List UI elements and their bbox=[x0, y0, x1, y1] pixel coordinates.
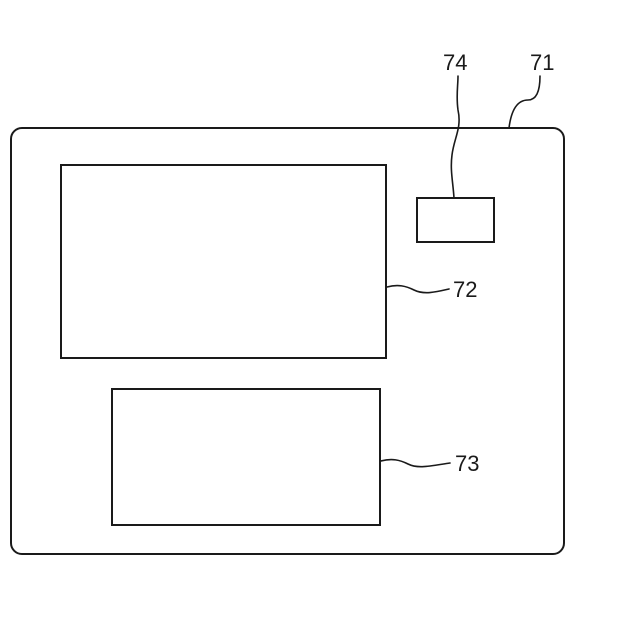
label-73: 73 bbox=[455, 451, 479, 476]
lower-panel bbox=[112, 389, 380, 525]
small-element bbox=[417, 198, 494, 242]
label-71: 71 bbox=[530, 50, 554, 75]
label-72: 72 bbox=[453, 277, 477, 302]
leader-line-71 bbox=[509, 76, 540, 128]
label-74: 74 bbox=[443, 50, 467, 75]
upper-panel bbox=[61, 165, 386, 358]
